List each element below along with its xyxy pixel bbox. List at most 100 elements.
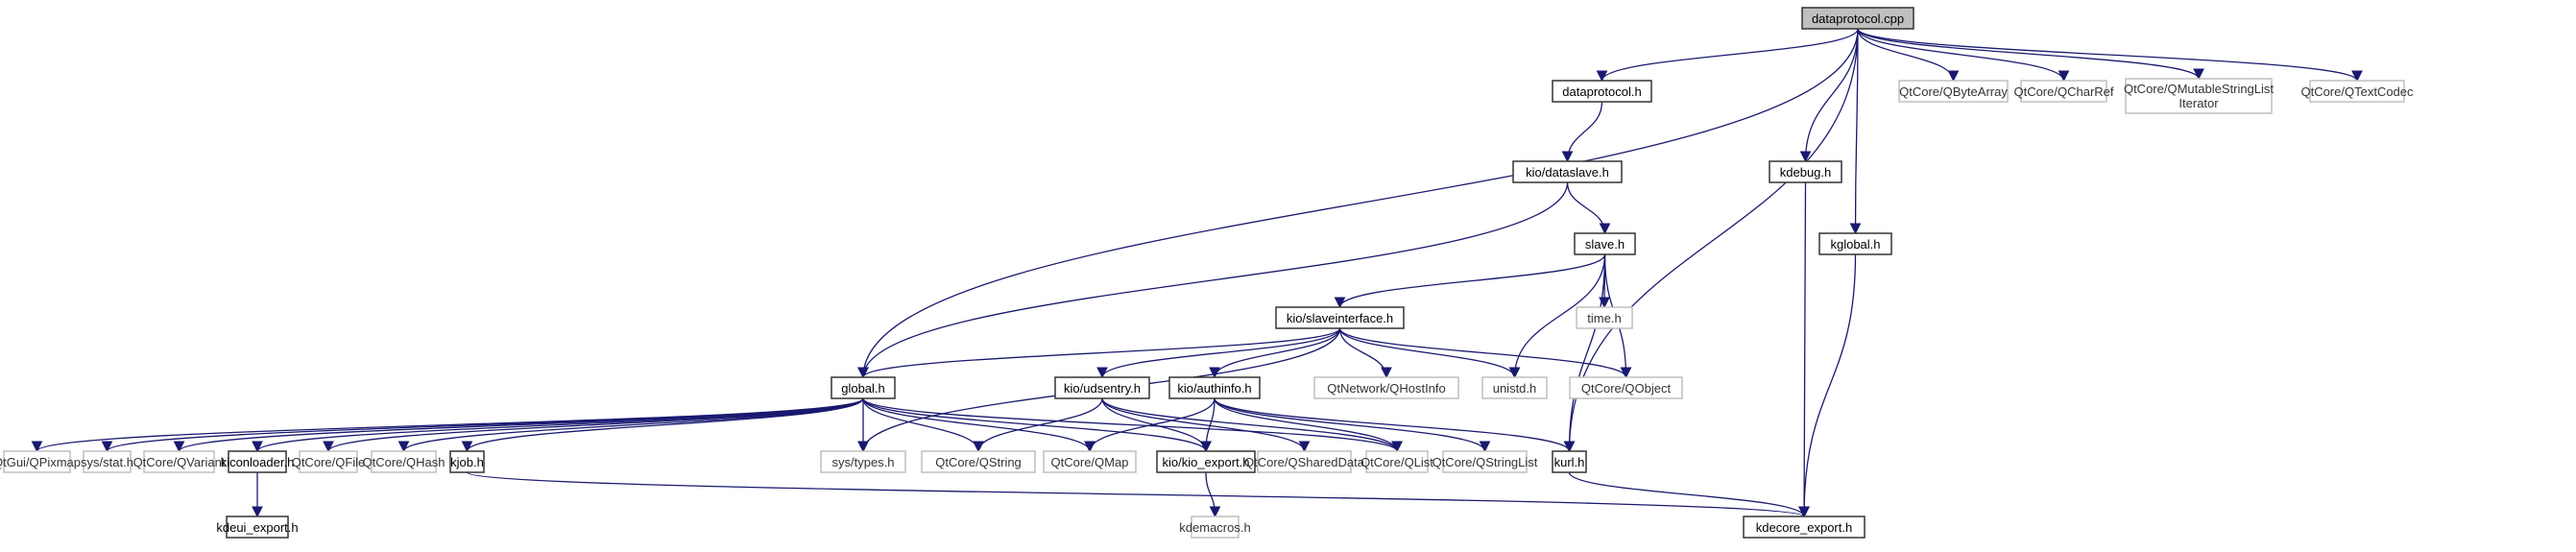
edge-si-to-uds — [1096, 327, 1341, 379]
node-box — [371, 450, 437, 473]
node-label: QtCore/QString — [935, 455, 1022, 469]
edge-auth-to-qlist — [1214, 397, 1403, 453]
node-auth[interactable]: kio/authinfo.h — [1168, 376, 1261, 399]
edge-si-to-unistd — [1338, 327, 1521, 379]
node-global[interactable]: global.h — [831, 376, 896, 399]
node-label: QtCore/QCharRef — [2013, 84, 2113, 99]
node-label: dataprotocol.cpp — [1812, 12, 1904, 26]
node-qfile: QtCore/QFile — [292, 450, 366, 473]
edge-root-to-kdebug — [1799, 28, 1859, 163]
node-qhi: QtNetwork/QHostInfo — [1313, 376, 1459, 399]
node-box — [820, 450, 906, 473]
node-qlist: QtCore/QList — [1360, 450, 1433, 473]
node-dph[interactable]: dataprotocol.h — [1552, 80, 1652, 103]
node-box — [1743, 516, 1866, 539]
node-qobj: QtCore/QObject — [1569, 376, 1683, 399]
edge-dsl-to-global — [857, 181, 1569, 379]
node-dsl[interactable]: kio/dataslave.h — [1512, 160, 1623, 183]
node-box — [831, 376, 896, 399]
node-label: QtCore/QStringList — [1432, 455, 1538, 469]
node-kjob[interactable]: kjob.h — [449, 450, 485, 473]
node-label: kio/udsentry.h — [1064, 381, 1141, 396]
node-box — [1191, 516, 1240, 539]
edge-si-to-auth — [1209, 327, 1341, 379]
node-si[interactable]: kio/slaveinterface.h — [1275, 306, 1405, 329]
node-label: QtCore/QList — [1360, 455, 1433, 469]
edge-uds-to-qlist — [1101, 397, 1403, 453]
node-label: dataprotocol.h — [1562, 84, 1641, 99]
node-box — [1054, 376, 1150, 399]
edge-root-to-dph — [1596, 28, 1859, 83]
node-label: QtGui/QPixmap — [0, 455, 81, 469]
node-label: QtCore/QObject — [1581, 381, 1672, 396]
edge-uds-to-qstr — [973, 397, 1103, 453]
edge-dph-to-dsl — [1561, 101, 1603, 163]
node-kglobal[interactable]: kglobal.h — [1818, 232, 1892, 255]
node-box — [83, 450, 132, 473]
node-kdemac: kdemacros.h — [1179, 516, 1251, 539]
node-label: kio/authinfo.h — [1177, 381, 1251, 396]
edge-global-to-kicon — [252, 397, 864, 453]
edge-auth-to-kioexp — [1200, 397, 1216, 453]
node-slave[interactable]: slave.h — [1574, 232, 1636, 255]
edge-kioexp-to-kdemac — [1205, 471, 1221, 518]
node-box — [226, 516, 289, 539]
node-label: kio/slaveinterface.h — [1287, 311, 1393, 325]
edge-global-to-qmap — [862, 397, 1095, 453]
edge-global-to-qpix — [31, 397, 864, 453]
node-label-line2: Iterator — [2179, 96, 2219, 110]
node-box — [299, 450, 358, 473]
node-label: QtCore/QFile — [292, 455, 366, 469]
node-qhash: QtCore/QHash — [363, 450, 445, 473]
node-label: QtCore/QTextCodec — [2300, 84, 2414, 99]
node-box — [1156, 450, 1256, 473]
edge-global-to-qfile — [323, 397, 864, 453]
node-box — [1574, 232, 1636, 255]
edge-root-to-kurl — [1563, 28, 1859, 453]
edge-global-to-kjob — [461, 397, 864, 453]
node-box — [2020, 80, 2107, 103]
node-label: unistd.h — [1493, 381, 1537, 396]
node-kioexp[interactable]: kio/kio_export.h — [1156, 450, 1256, 473]
node-label: kio/kio_export.h — [1162, 455, 1249, 469]
edge-root-to-global — [857, 28, 1859, 379]
node-root[interactable]: dataprotocol.cpp — [1801, 7, 1914, 30]
node-qstr: QtCore/QString — [921, 450, 1036, 473]
node-box — [1552, 80, 1652, 103]
node-qtc: QtCore/QTextCodec — [2300, 80, 2414, 103]
node-kdeui[interactable]: kdeui_export.h — [216, 516, 299, 539]
node-qmap: QtCore/QMap — [1043, 450, 1137, 473]
node-label: kdebug.h — [1780, 165, 1832, 180]
node-kurl[interactable]: kurl.h — [1552, 450, 1587, 473]
node-box — [2125, 78, 2273, 114]
node-label: slave.h — [1585, 237, 1625, 252]
node-label: kjob.h — [450, 455, 484, 469]
edge-root-to-qcr — [1857, 28, 2070, 83]
edge-root-to-qba — [1857, 28, 1960, 83]
node-label: sys/types.h — [831, 455, 894, 469]
node-kdebug[interactable]: kdebug.h — [1769, 160, 1842, 183]
node-kdecore[interactable]: kdecore_export.h — [1743, 516, 1866, 539]
node-unistd: unistd.h — [1481, 376, 1548, 399]
node-uds[interactable]: kio/udsentry.h — [1054, 376, 1150, 399]
edge-dsl-to-slave — [1566, 181, 1611, 235]
edge-si-to-qobj — [1338, 327, 1632, 379]
node-box — [1512, 160, 1623, 183]
edge-root-to-kglobal — [1849, 28, 1862, 235]
node-box — [1801, 7, 1914, 30]
node-box — [1898, 80, 2009, 103]
node-label: kglobal.h — [1830, 237, 1880, 252]
edge-global-to-qlist — [862, 397, 1403, 453]
node-kicon[interactable]: kiconloader.h — [221, 450, 295, 473]
node-box — [449, 450, 485, 473]
edge-slave-to-unistd — [1508, 253, 1606, 379]
node-box — [1313, 376, 1459, 399]
node-box — [1576, 306, 1633, 329]
edge-si-to-qhi — [1338, 327, 1392, 379]
edge-root-to-qtc — [1857, 28, 2363, 83]
node-qcr: QtCore/QCharRef — [2013, 80, 2114, 103]
node-box — [1043, 450, 1137, 473]
node-label: QtCore/QMap — [1051, 455, 1129, 469]
node-label: QtCore/QVariant — [133, 455, 226, 469]
